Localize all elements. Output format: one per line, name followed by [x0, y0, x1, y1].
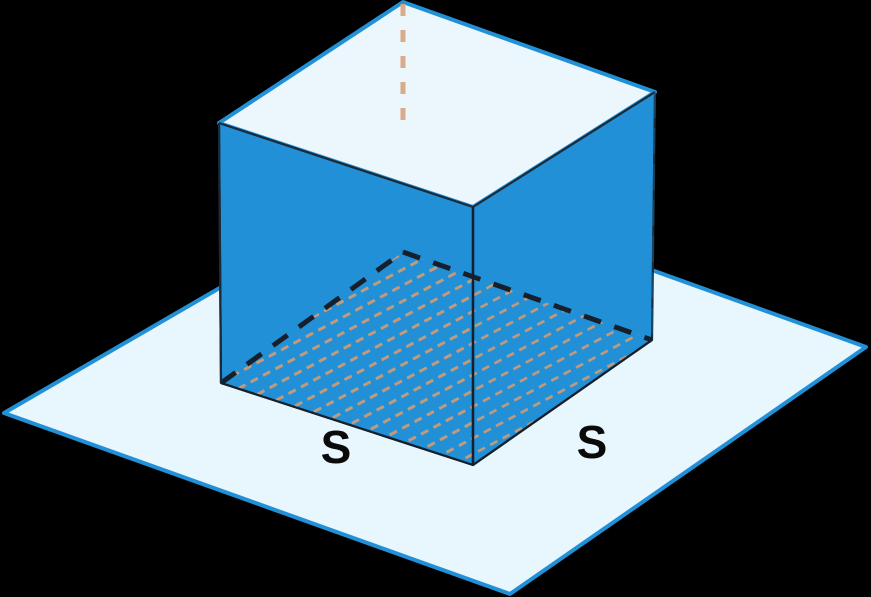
- side-length-labels: S S: [321, 416, 608, 473]
- cube-left-vertical-edge: [217, 122, 223, 384]
- cube-front-base-edges: [220, 339, 653, 467]
- left-edge-line: [217, 122, 223, 384]
- cube-hidden-base-edges: [219, 249, 653, 386]
- cube-right-vertical-edge: [651, 91, 656, 341]
- cube-face-right: [221, 90, 657, 467]
- hidden-edge-back-right: [402, 249, 653, 343]
- label-s-right: S: [577, 416, 608, 468]
- hidden-edge-back-left: [219, 249, 405, 386]
- base-edge-front-right: [472, 339, 653, 466]
- right-edge-line: [651, 91, 656, 341]
- base-edge-front-left: [220, 381, 474, 467]
- label-s-left: S: [321, 421, 352, 473]
